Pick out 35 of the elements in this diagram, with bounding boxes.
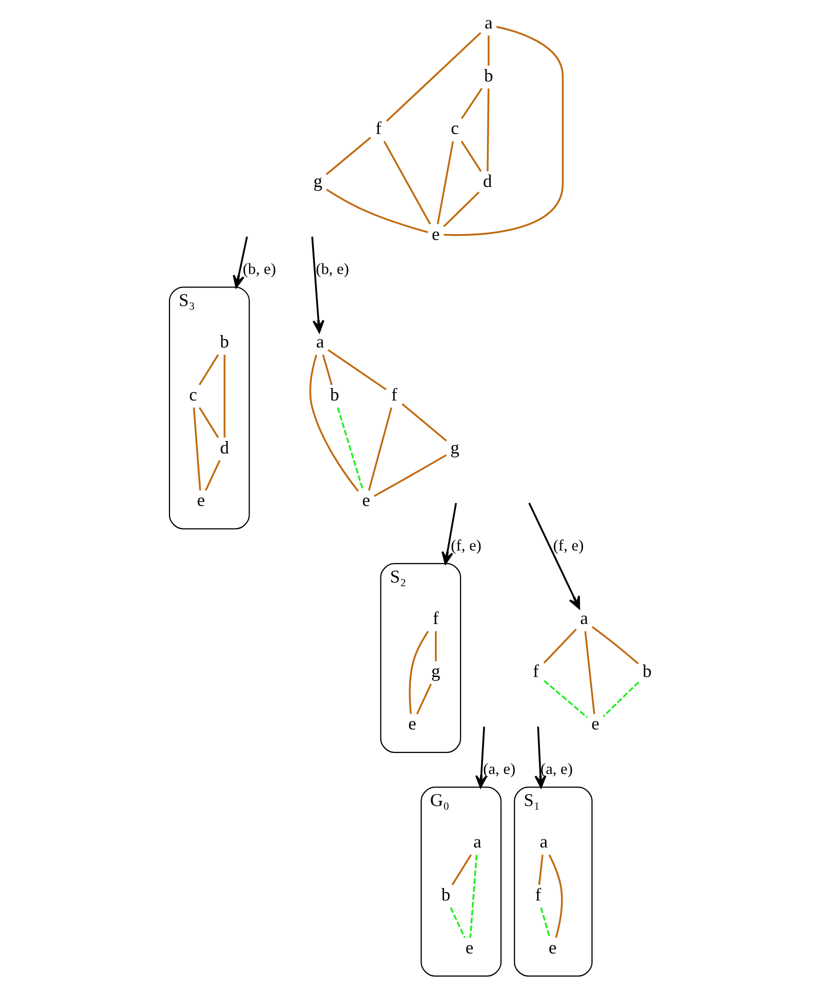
- edge-label: (b, e): [316, 260, 350, 278]
- node-text: g: [313, 170, 322, 191]
- node-text: b: [441, 884, 450, 905]
- node-text: a: [580, 608, 588, 628]
- edge-label: (a, e): [483, 760, 516, 778]
- edge-label: (b, e): [242, 260, 276, 278]
- node-text: e: [196, 490, 205, 510]
- node-text: c: [450, 118, 459, 138]
- node-text: f: [535, 884, 542, 905]
- node-text: c: [189, 384, 198, 404]
- node-text: e: [548, 937, 557, 958]
- edge-label: (a, e): [540, 760, 573, 778]
- node-text: b: [220, 332, 230, 352]
- node-text: b: [484, 65, 494, 86]
- node-text: e: [408, 714, 416, 734]
- node-text: g: [431, 660, 440, 681]
- node-text: a: [484, 12, 493, 32]
- node-text: f: [432, 608, 439, 628]
- node-text: f: [532, 660, 539, 681]
- node-text: b: [642, 660, 652, 681]
- node-text: e: [362, 490, 370, 510]
- node-text: f: [391, 384, 398, 404]
- node-text: d: [220, 437, 230, 458]
- node-text: e: [591, 714, 600, 734]
- node-text: e: [432, 224, 440, 244]
- node-text: a: [540, 832, 548, 852]
- edge-label: (f, e): [553, 537, 584, 554]
- node-text: b: [330, 384, 340, 404]
- node-text: d: [483, 170, 492, 191]
- node-text: g: [450, 437, 460, 458]
- edge-label: (f, e): [450, 537, 482, 554]
- node-text: f: [376, 118, 382, 138]
- node-text: a: [316, 332, 324, 352]
- node-text: a: [473, 832, 482, 852]
- node-text: e: [466, 937, 474, 958]
